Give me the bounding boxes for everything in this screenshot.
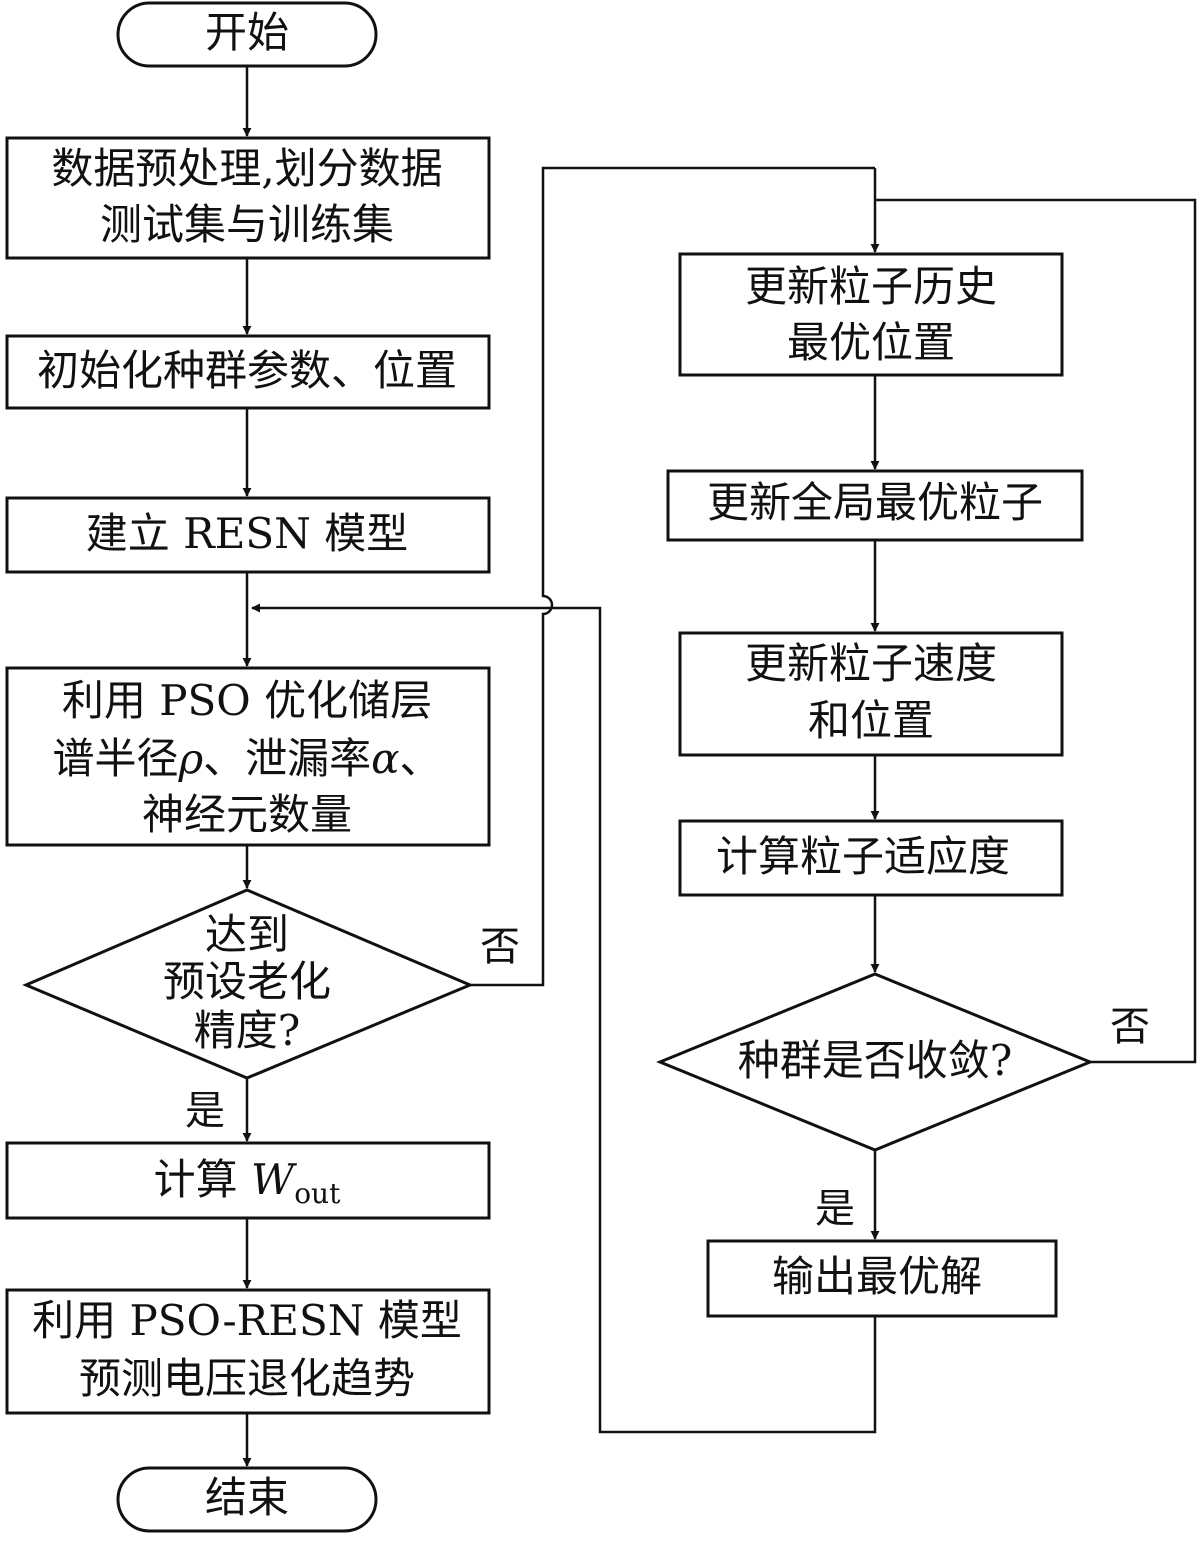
- compute-label: 计算 Wout: [154, 1155, 341, 1210]
- update-vel-line-1: 更新粒子速度: [745, 639, 997, 688]
- pso-line-2-c: 、: [400, 734, 442, 783]
- end-label: 结束: [205, 1473, 289, 1522]
- decision-convergence: 种群是否收敛?: [656, 972, 1094, 1152]
- start-terminal: 开始: [116, 1, 378, 68]
- line-decision1-no-branch: [470, 166, 875, 987]
- compute-wout-box: 计算 Wout: [5, 1141, 491, 1220]
- output-label: 输出最优解: [772, 1252, 982, 1301]
- pso-line-2: 谱半径ρ、泄漏率α、: [52, 734, 441, 783]
- label-yes-aging: 是: [185, 1088, 225, 1134]
- pso-line-2-a: 谱半径: [52, 734, 178, 783]
- alpha-symbol: α: [371, 734, 399, 783]
- preprocess-line-1: 数据预处理,划分数据: [51, 144, 442, 193]
- decision1-line-2: 预设老化: [163, 957, 331, 1006]
- update-history-box: 更新粒子历史 最优位置: [678, 252, 1064, 377]
- preprocess-line-2: 测试集与训练集: [100, 200, 394, 249]
- fitness-label: 计算粒子适应度: [716, 832, 1010, 881]
- build-label: 建立 RESN 模型: [86, 509, 409, 558]
- fitness-box: 计算粒子适应度: [678, 819, 1064, 897]
- update-global-box: 更新全局最优粒子: [666, 469, 1084, 542]
- decision1-line-3: 精度?: [194, 1006, 301, 1055]
- compute-prefix: 计算: [154, 1155, 251, 1204]
- label-no-aging: 否: [480, 924, 520, 970]
- decision-aging-accuracy: 达到 预设老化 精度?: [22, 888, 474, 1080]
- w-symbol: W: [251, 1155, 298, 1204]
- update-hist-line-2: 最优位置: [787, 318, 955, 367]
- decision1-line-1: 达到: [205, 910, 289, 959]
- decision2-label: 种群是否收敛?: [738, 1036, 1013, 1085]
- pso-optimize-box: 利用 PSO 优化储层 谱半径ρ、泄漏率α、 神经元数量: [5, 666, 491, 847]
- arrow-loop-return: [251, 603, 877, 1434]
- output-box: 输出最优解: [706, 1239, 1058, 1318]
- label-no-convergence: 否: [1110, 1004, 1150, 1050]
- predict-line-1: 利用 PSO-RESN 模型: [32, 1296, 462, 1345]
- start-label: 开始: [205, 8, 289, 57]
- update-hist-line-1: 更新粒子历史: [745, 262, 997, 311]
- init-label: 初始化种群参数、位置: [37, 346, 457, 395]
- build-box: 建立 RESN 模型: [5, 496, 491, 574]
- update-global-label: 更新全局最优粒子: [707, 478, 1043, 527]
- pso-line-1: 利用 PSO 优化储层: [62, 676, 432, 725]
- update-velocity-box: 更新粒子速度 和位置: [678, 631, 1064, 757]
- end-terminal: 结束: [116, 1466, 378, 1533]
- rho-symbol: ρ: [177, 734, 203, 783]
- predict-box: 利用 PSO-RESN 模型 预测电压退化趋势: [5, 1288, 491, 1415]
- label-yes-convergence: 是: [815, 1186, 855, 1232]
- update-vel-line-2: 和位置: [808, 696, 934, 745]
- pso-line-3: 神经元数量: [142, 790, 352, 839]
- init-box: 初始化种群参数、位置: [5, 334, 491, 410]
- line-decision2-no-loop: [875, 198, 1197, 1064]
- predict-line-2: 预测电压退化趋势: [79, 1354, 415, 1403]
- pso-line-2-b: 、泄漏率: [203, 734, 371, 783]
- preprocess-box: 数据预处理,划分数据 测试集与训练集: [5, 136, 491, 260]
- w-subscript: out: [294, 1177, 341, 1210]
